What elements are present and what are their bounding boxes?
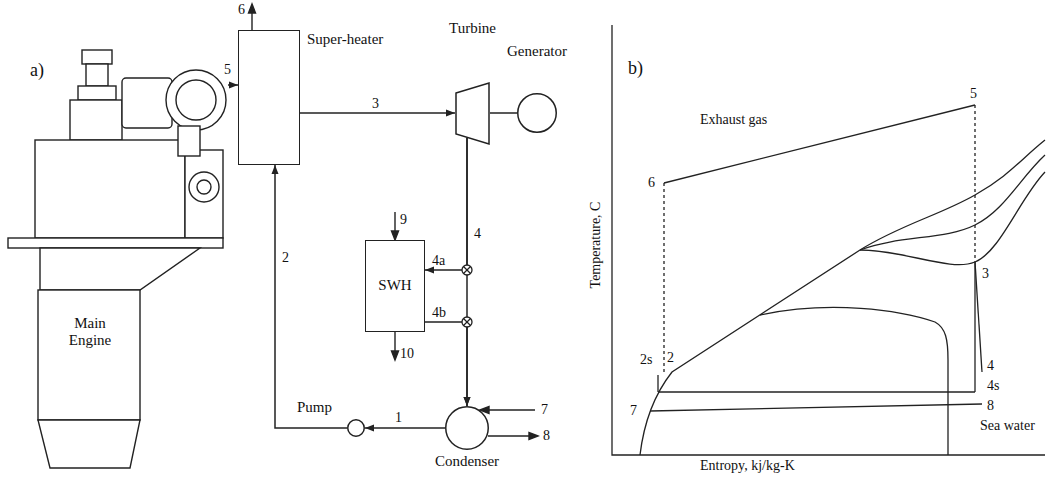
circle-outline xyxy=(445,406,489,450)
arrow-head xyxy=(272,165,279,174)
axis-title: Temperature, C xyxy=(588,202,604,289)
callout-number: 8 xyxy=(543,428,550,444)
circle-outline xyxy=(517,93,557,133)
stream-number: 2 xyxy=(282,250,289,266)
arrow-head xyxy=(229,82,238,89)
node-label: Pump xyxy=(297,399,332,416)
pipe-connector xyxy=(228,82,238,89)
callout-number: Sea water xyxy=(980,418,1035,434)
stream-number: 5 xyxy=(224,62,231,78)
callout-number: 4s xyxy=(987,378,999,394)
pipe-connector xyxy=(490,113,517,114)
circle-outline xyxy=(446,407,489,450)
stream-number: 1 xyxy=(395,410,402,426)
callout-number: 6 xyxy=(238,2,245,18)
callout-number: 10 xyxy=(400,346,414,362)
callout-number: 8 xyxy=(987,398,994,414)
callout-number: 2 xyxy=(667,350,674,366)
circle-outline xyxy=(347,419,365,437)
pipe-connector xyxy=(365,425,445,432)
pipe-line xyxy=(300,112,455,114)
node-label: Super-heater xyxy=(307,31,383,48)
callout-number: 3 xyxy=(982,266,989,282)
turbine-symbol: Turbine xyxy=(455,82,490,145)
node-label: SWH xyxy=(366,241,424,331)
pipe-line xyxy=(275,165,347,428)
pipe-line xyxy=(425,322,467,406)
callout-number: 7 xyxy=(541,402,548,418)
node-label: Condenser xyxy=(435,453,499,470)
pipe-connector xyxy=(425,138,467,274)
callout-number: a) xyxy=(30,60,44,81)
pipe-connector xyxy=(272,165,348,428)
superheater-box: Super-heater xyxy=(238,30,300,165)
pipe-line xyxy=(490,112,517,114)
node-label: Generator xyxy=(507,43,567,60)
pipe-connector xyxy=(425,322,471,406)
callout-number: b) xyxy=(628,58,643,79)
arrow-head xyxy=(464,397,471,406)
stream-number: 4 xyxy=(474,226,481,242)
callout-number: Entropy, kj/kg-K xyxy=(700,458,795,474)
callout-number: 9 xyxy=(400,212,407,228)
stream-number: 4a xyxy=(432,253,445,269)
callout-number: 7 xyxy=(630,403,637,419)
heater-box: SWH xyxy=(365,240,425,332)
node-label: Main Engine xyxy=(40,290,140,350)
arrow-head xyxy=(446,110,455,117)
pipe-line xyxy=(365,427,445,429)
callout-number: Exhaust gas xyxy=(700,112,767,128)
pump-symbol: Pump xyxy=(347,419,365,437)
condenser-symbol: Condenser xyxy=(445,406,489,450)
arrow-head xyxy=(464,397,471,406)
callout-number: 6 xyxy=(648,175,655,191)
pipe-line xyxy=(425,138,467,270)
callout-number: 4 xyxy=(987,358,994,374)
main-engine-drawing xyxy=(8,50,226,468)
main-engine: Main Engine xyxy=(5,45,228,470)
circle-outline xyxy=(518,94,557,133)
valve-symbols xyxy=(462,265,472,327)
callout-number: 2s xyxy=(640,352,652,368)
arrow-head xyxy=(365,425,374,432)
stream-number: 4b xyxy=(432,305,446,321)
node-label: Turbine xyxy=(449,20,496,37)
generator-symbol: Generator xyxy=(517,93,557,133)
callout-number: 5 xyxy=(970,86,977,102)
ts-chart xyxy=(612,25,1045,455)
turbine-outline xyxy=(455,82,490,145)
circle-outline xyxy=(348,420,365,437)
stream-number: 3 xyxy=(372,96,379,112)
turbine-outline xyxy=(456,83,489,144)
